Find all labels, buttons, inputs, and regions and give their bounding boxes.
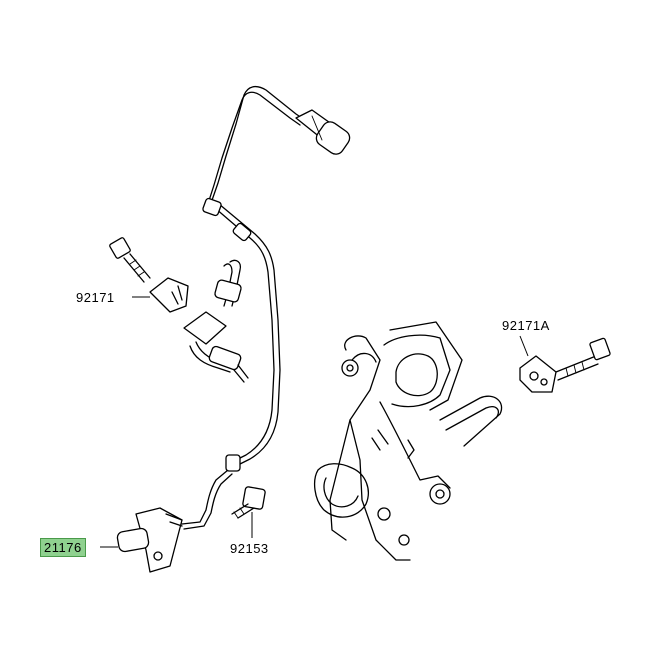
bolt-92153	[231, 486, 266, 538]
label-92153: 92153	[230, 541, 269, 556]
left-cable-bracket	[183, 259, 249, 383]
cable-connector	[295, 109, 351, 155]
sensor-cable	[181, 85, 306, 530]
fork-knuckle	[313, 321, 503, 561]
bracket-92171	[109, 237, 189, 313]
label-92171: 92171	[76, 290, 115, 305]
label-21176[interactable]: 21176	[40, 538, 86, 557]
wheel-sensor-21176	[100, 507, 183, 573]
bracket-92171A	[519, 337, 611, 393]
cable-grommets	[202, 197, 252, 472]
label-92171A: 92171A	[502, 318, 550, 333]
